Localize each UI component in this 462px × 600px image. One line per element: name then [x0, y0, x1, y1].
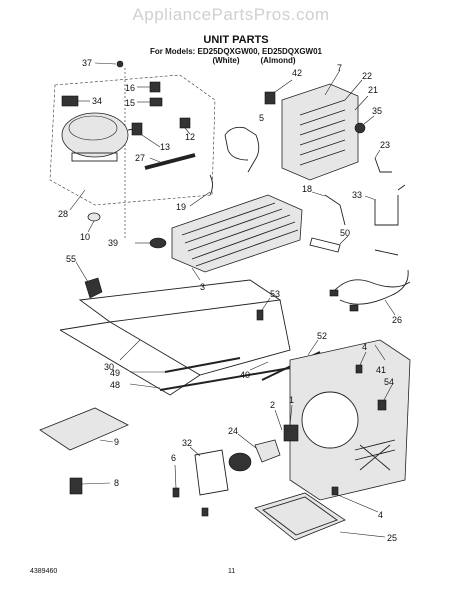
part-32-bracket [189, 446, 252, 496]
color-almond-label: (Almond) [260, 56, 295, 65]
part-35-motor [354, 115, 375, 134]
part-24-fan [237, 433, 281, 463]
callout-5: 5 [259, 113, 264, 123]
callout-15: 15 [125, 98, 135, 108]
compressor-assembly-outline [49, 74, 216, 206]
part-10-grommet [87, 212, 101, 233]
part-8-foot [69, 477, 111, 495]
callout-12: 12 [185, 132, 195, 142]
part-screw-lower [201, 507, 209, 517]
callout-3: 3 [200, 282, 205, 292]
callout-22: 22 [362, 71, 372, 81]
callout-53: 53 [270, 289, 280, 299]
callout-48: 48 [110, 380, 120, 390]
part-41-compartment [289, 339, 411, 501]
callout-6: 6 [171, 453, 176, 463]
part-39-grommet [135, 237, 167, 249]
part-48-rail [129, 367, 291, 391]
callout-42: 42 [292, 68, 302, 78]
part-25-drain-pan [254, 492, 386, 541]
part-55-bracket [75, 261, 103, 299]
callout-41: 41 [376, 365, 386, 375]
compressor-part [61, 112, 141, 162]
callout-24: 24 [228, 426, 238, 436]
callout-8: 8 [114, 478, 119, 488]
part-2-fan-blade [274, 409, 283, 431]
part-4-screw-upper [355, 351, 367, 374]
part-12-clip [179, 117, 191, 135]
callout-1: 1 [289, 395, 294, 405]
part-23-tube [374, 149, 392, 173]
callout-21: 21 [368, 85, 378, 95]
callout-19: 19 [176, 202, 186, 212]
callout-7: 7 [337, 63, 342, 73]
part-15-cover [137, 97, 163, 107]
callout-52: 52 [317, 331, 327, 341]
callout-55: 55 [66, 254, 76, 264]
callout-10: 10 [80, 232, 90, 242]
callout-37: 37 [82, 58, 92, 68]
part-53-screw [256, 297, 271, 321]
part-4-screw-lower [331, 486, 379, 513]
part-13-capacitor [131, 122, 161, 148]
callout-25: 25 [387, 533, 397, 543]
part-54-bolt [377, 384, 393, 411]
part-1-fan-motor [283, 404, 299, 442]
part-34-relay [61, 95, 90, 107]
callout-9: 9 [114, 437, 119, 447]
callout-16: 16 [125, 83, 135, 93]
part-49-rail [130, 357, 241, 373]
part-16-overload [137, 81, 161, 93]
part-26-wire-harness [329, 249, 411, 316]
part-37-screw [94, 60, 124, 68]
diagram-title: UNIT PARTS [203, 34, 268, 46]
callout-4-lower: 4 [378, 510, 383, 520]
part-7-condenser [281, 69, 363, 181]
callout-2: 2 [270, 400, 275, 410]
callout-26: 26 [392, 315, 402, 325]
callout-40: 40 [240, 370, 250, 380]
part-3-evaporator [171, 194, 303, 281]
callout-labels: 37 42 7 22 21 34 16 15 5 35 12 13 27 23 … [58, 58, 402, 543]
part-50-clip [309, 235, 349, 253]
callout-32: 32 [182, 438, 192, 448]
part-33-tube [364, 184, 406, 226]
callout-23: 23 [380, 140, 390, 150]
part-9-panel [39, 407, 129, 451]
part-27-drier [144, 153, 196, 170]
callout-30: 30 [104, 362, 114, 372]
watermark-text: AppliancePartsPros.com [132, 5, 329, 24]
part-18-bracket [311, 191, 346, 226]
leader-40 [249, 361, 269, 371]
models-line: For Models: ED25DQXGW00, ED25DQXGW01 [150, 47, 323, 56]
callout-33: 33 [352, 190, 362, 200]
callout-34: 34 [92, 96, 102, 106]
document-number: 4389460 [30, 568, 57, 575]
part-5-tube [224, 126, 260, 173]
callout-4-upper: 4 [362, 342, 367, 352]
leader-21 [354, 95, 369, 111]
callout-50: 50 [340, 228, 350, 238]
part-6-screw [172, 464, 180, 498]
callout-27: 27 [135, 153, 145, 163]
callout-35: 35 [372, 106, 382, 116]
callout-49-visible: 49 [110, 368, 120, 378]
page-number: 11 [228, 568, 235, 575]
part-19-tube [189, 174, 213, 207]
color-white-label: (White) [212, 56, 239, 65]
callout-39: 39 [108, 238, 118, 248]
callout-13: 13 [160, 142, 170, 152]
part-42-clip [264, 79, 293, 105]
leader-28 [69, 189, 86, 211]
callout-54: 54 [384, 377, 394, 387]
callout-18: 18 [302, 184, 312, 194]
part-30-base-frame [59, 279, 291, 396]
callout-28: 28 [58, 209, 68, 219]
